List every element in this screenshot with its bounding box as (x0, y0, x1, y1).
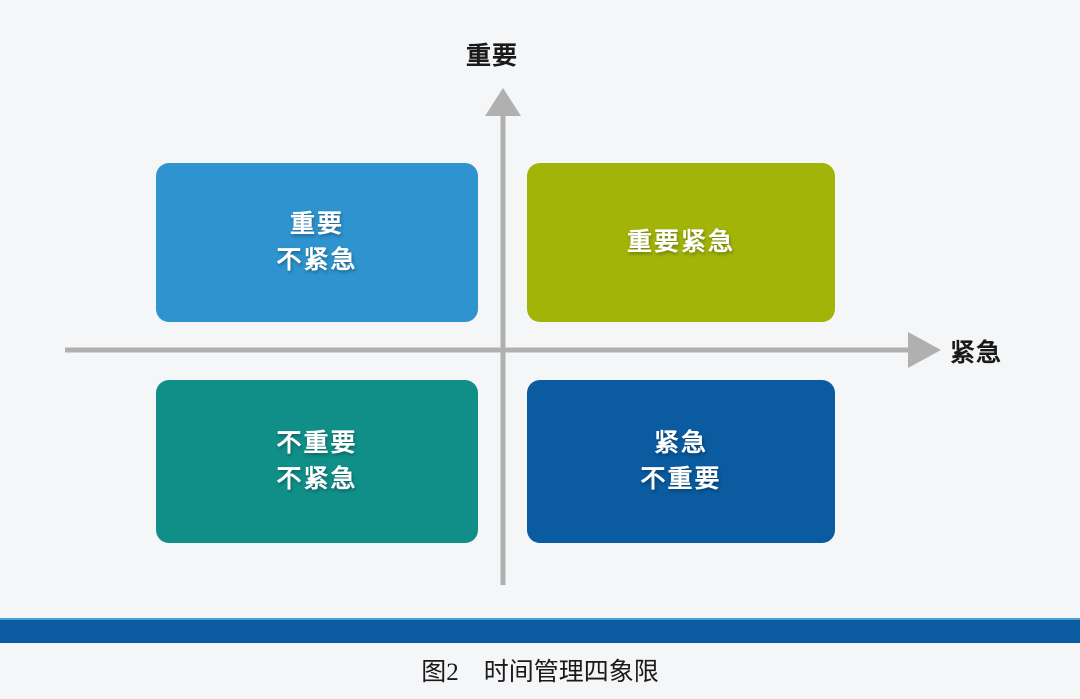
figure-caption: 图2 时间管理四象限 (421, 659, 659, 686)
quadrant-label-line-1: 重要紧急 (626, 227, 735, 256)
quadrant-label-line-2: 不重要 (640, 464, 722, 493)
quadrant-diagram-canvas: 重要 紧急 重要 不紧急 重要紧急 不重要 不紧急 紧急 不重要 (65, 42, 1003, 585)
quadrant-label-line-2: 不紧急 (276, 464, 358, 493)
axis-label-important: 重要 (466, 42, 519, 70)
quadrant-label-line-1: 紧急 (653, 429, 708, 457)
quadrant-label-line-1: 不重要 (276, 429, 358, 457)
quadrant-important-not-urgent[interactable]: 重要 不紧急 (156, 163, 487, 322)
axis-label-urgent: 紧急 (950, 339, 1003, 367)
quadrant-3d-edge (474, 170, 487, 315)
quadrant-3d-edge (474, 387, 487, 536)
quadrant-important-urgent[interactable]: 重要紧急 (527, 163, 844, 322)
arrow-right-icon (908, 332, 941, 368)
quadrant-urgent-not-important[interactable]: 紧急 不重要 (527, 380, 844, 543)
quadrant-label-line-1: 重要 (289, 210, 344, 238)
quadrant-not-important-not-urgent[interactable]: 不重要 不紧急 (156, 380, 487, 543)
footer-divider-bar (0, 618, 1080, 643)
quadrant-3d-edge (831, 170, 844, 315)
arrow-up-icon (485, 88, 521, 116)
quadrant-label-line-2: 不紧急 (276, 245, 358, 274)
quadrant-3d-edge (831, 387, 844, 536)
